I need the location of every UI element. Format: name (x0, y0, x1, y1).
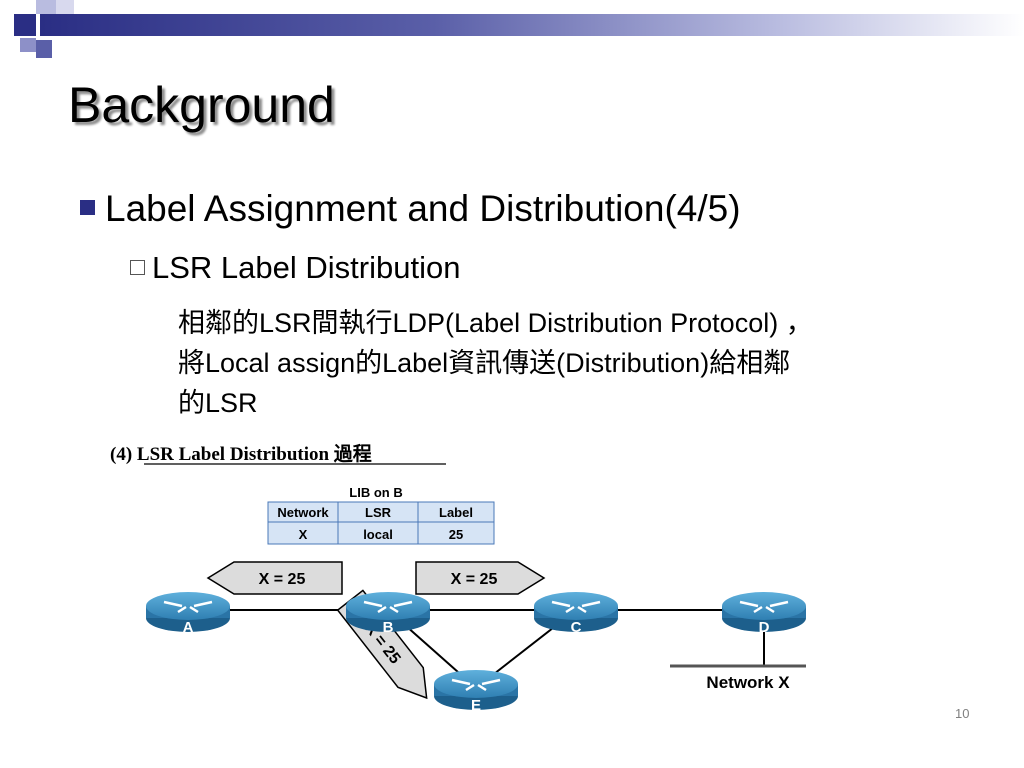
label-message-to-c: X = 25 (415, 561, 546, 595)
lib-header-cell: LSR (365, 505, 392, 520)
lib-cell: local (363, 527, 393, 542)
router-a-icon: A (146, 592, 230, 636)
label-message-to-a: X = 25 (206, 561, 343, 595)
network-x-label: Network X (706, 673, 790, 692)
paragraph-line: 的LSR (178, 388, 258, 418)
router-c-icon: C (534, 592, 618, 636)
lib-cell: X (299, 527, 308, 542)
header-square-2 (36, 0, 56, 14)
router-b-icon: B (346, 592, 430, 636)
header-square-4 (36, 40, 52, 58)
paragraph-line: 相鄰的LSR間執行LDP(Label Distribution Protocol… (178, 308, 813, 338)
label-message-text: X = 25 (259, 571, 306, 588)
hollow-square-bullet-icon (130, 260, 145, 275)
router-e-icon: E (434, 670, 518, 714)
header-square-3 (20, 38, 36, 52)
router-d-icon: D (722, 592, 806, 636)
router-label: C (571, 619, 582, 636)
lib-table-title: LIB on B (349, 485, 402, 500)
lib-header-cell: Label (439, 505, 473, 520)
header-square-5 (56, 0, 74, 14)
diagram-heading: (4) LSR Label Distribution 過程 (110, 443, 372, 465)
label-message-text: X = 25 (451, 571, 498, 588)
slide-title: Background (68, 77, 335, 133)
router-label: A (183, 619, 194, 636)
lib-header-cell: Network (277, 505, 329, 520)
paragraph-line: 將Local assign的Label資訊傳送(Distribution)給相鄰 (178, 348, 791, 378)
router-label: E (471, 697, 481, 714)
header-square-1 (14, 14, 36, 36)
bullet-level1: Label Assignment and Distribution(4/5) (80, 188, 741, 230)
header-gradient-bar (40, 14, 1024, 36)
slide-number: 10 (955, 706, 970, 721)
lib-table-frame (267, 501, 495, 545)
lib-table: LIB on B Network LSR Label X local 25 (267, 485, 495, 545)
description-paragraph: 相鄰的LSR間執行LDP(Label Distribution Protocol… (178, 303, 978, 423)
lsr-distribution-diagram: (4) LSR Label Distribution 過程 LIB on B N… (110, 443, 806, 714)
bullet-level2: LSR Label Distribution (130, 250, 460, 286)
bullet-level2-text: LSR Label Distribution (152, 250, 461, 285)
router-label: B (383, 619, 394, 636)
lib-cell: 25 (449, 527, 463, 542)
bullet-level1-text: Label Assignment and Distribution(4/5) (105, 188, 741, 229)
router-label: D (759, 619, 770, 636)
square-bullet-icon (80, 200, 95, 215)
